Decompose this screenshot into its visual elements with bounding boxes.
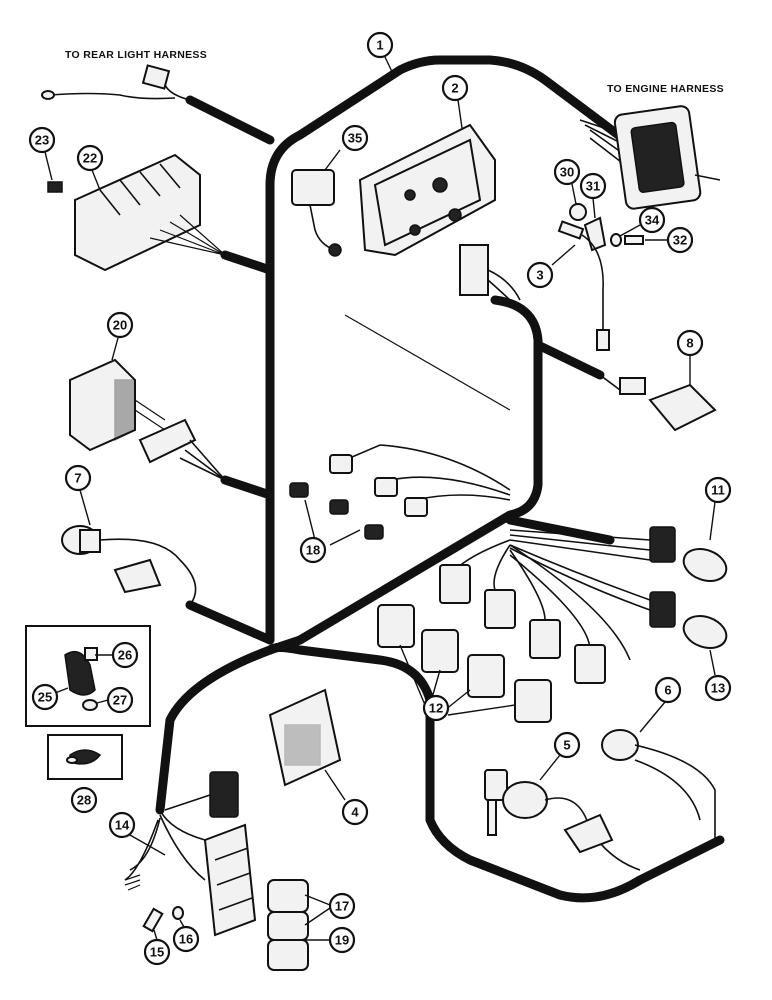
svg-text:20: 20: [113, 318, 127, 333]
rear-light-connector: [41, 64, 191, 101]
svg-text:28: 28: [77, 793, 91, 808]
washer-16: 16: [172, 906, 200, 953]
engine-harness-connector: [579, 105, 721, 210]
cluster-connector: [459, 244, 521, 306]
module-4: 4: [268, 688, 369, 826]
part-3-sensor: 3: [526, 220, 610, 351]
svg-text:17: 17: [335, 899, 349, 914]
svg-text:15: 15: [150, 945, 164, 960]
connector-20-plug: [138, 418, 226, 481]
svg-text:30: 30: [560, 165, 574, 180]
connectors-18: 18: [289, 444, 511, 564]
main-harness: [155, 55, 725, 903]
svg-text:22: 22: [83, 151, 97, 166]
to-engine-harness-label: TO ENGINE HARNESS: [607, 83, 724, 95]
instrument-cluster: 2: [358, 74, 496, 257]
svg-text:31: 31: [586, 179, 600, 194]
part-35-switch: 35: [291, 124, 369, 257]
to-rear-light-harness-label: TO REAR LIGHT HARNESS: [65, 49, 207, 61]
rod: [344, 314, 511, 411]
callout-1: 1: [366, 31, 396, 79]
svg-text:27: 27: [113, 693, 127, 708]
svg-text:4: 4: [351, 805, 359, 820]
svg-text:13: 13: [711, 681, 725, 696]
svg-text:6: 6: [664, 683, 671, 698]
svg-text:2: 2: [451, 81, 458, 96]
part-34-washer: 34: [610, 206, 666, 247]
ignition-switch-5: 5: [484, 731, 641, 871]
inset-clip-28: 28: [47, 734, 123, 814]
part-30-nut: 30: [553, 158, 587, 221]
part-32-bolt: 32: [624, 226, 694, 254]
svg-text:32: 32: [673, 233, 687, 248]
svg-text:19: 19: [335, 933, 349, 948]
svg-text:35: 35: [348, 131, 362, 146]
svg-text:5: 5: [563, 738, 570, 753]
svg-text:11: 11: [711, 483, 725, 498]
svg-text:8: 8: [686, 336, 693, 351]
svg-text:7: 7: [74, 471, 81, 486]
svg-text:16: 16: [179, 932, 193, 947]
module-8: 8: [599, 329, 717, 432]
svg-text:26: 26: [118, 648, 132, 663]
relay-19: 19: [305, 926, 356, 954]
switch-7: 7: [61, 464, 197, 606]
svg-text:25: 25: [38, 690, 52, 705]
svg-text:18: 18: [306, 543, 320, 558]
svg-text:14: 14: [115, 818, 130, 833]
connector-11: 11: [649, 476, 732, 582]
svg-text:23: 23: [35, 133, 49, 148]
fan-out-wires: [454, 529, 651, 661]
fuse-23: 23: [28, 126, 63, 193]
connector-6: 6: [601, 676, 716, 840]
connector-lower-left: [164, 771, 239, 818]
svg-text:12: 12: [429, 701, 443, 716]
relays-17: 17: [267, 879, 356, 971]
fuse-block-22: 22: [74, 144, 226, 272]
bolt-15: 15: [142, 907, 171, 966]
flasher-20: 20: [69, 311, 166, 452]
fuse-panel-14: 14: [108, 809, 257, 937]
svg-text:3: 3: [536, 268, 543, 283]
svg-text:1: 1: [376, 38, 383, 53]
svg-text:34: 34: [645, 213, 660, 228]
relays-12: 12: [377, 564, 606, 723]
ground-wires: [124, 874, 141, 891]
connector-13: 13: [649, 591, 732, 702]
inset-clamp-assembly: 26 25 27: [25, 625, 151, 727]
